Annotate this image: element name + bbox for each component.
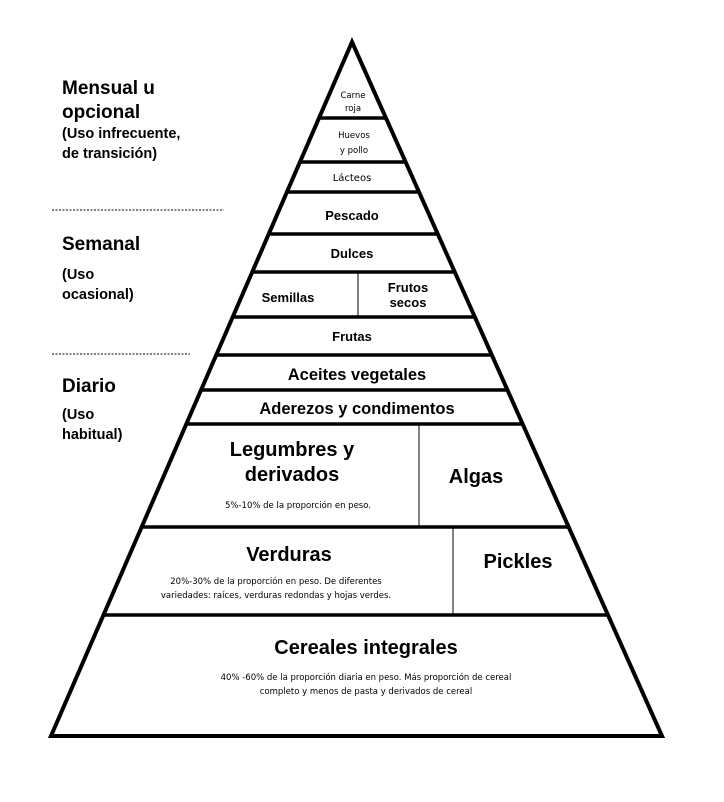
tier-huevos-pollo: y pollo (340, 146, 368, 156)
label-mensual: Mensual u opcional (Uso infrecuente, de … (62, 78, 180, 162)
tier-frutas: Frutas (332, 329, 372, 344)
label-subtitle: (Uso (62, 407, 94, 423)
label-title: Diario (62, 376, 116, 397)
tier-carne-roja: Carne (340, 91, 365, 101)
tier-verduras-desc: variedades: raíces, verduras redondas y … (161, 591, 391, 601)
tier-frutos-secos: secos (390, 295, 427, 310)
tier-legumbres-desc: 5%-10% de la proporción en peso. (225, 500, 371, 511)
tier-verduras-desc: 20%-30% de la proporción en peso. De dif… (170, 576, 382, 587)
tier-cereales-desc: 40% -60% de la proporción diaria en peso… (221, 672, 512, 683)
label-semanal: Semanal (Uso ocasional) (62, 234, 140, 303)
tier-legumbres-title: Legumbres y (230, 439, 355, 461)
label-subtitle: ocasional) (62, 287, 134, 303)
tier-algas: Algas (449, 466, 503, 488)
label-subtitle: (Uso infrecuente, (62, 126, 180, 142)
tier-cereales-desc: completo y menos de pasta y derivados de… (260, 687, 472, 697)
label-subtitle: (Uso (62, 267, 94, 283)
label-subtitle: habitual) (62, 427, 123, 443)
tier-lacteos: Lácteos (333, 172, 372, 184)
tier-pickles: Pickles (484, 551, 553, 573)
label-subtitle: de transición) (62, 146, 157, 162)
tier-verduras-title: Verduras (246, 544, 332, 566)
tier-frutos-secos: Frutos (388, 280, 428, 295)
tier-legumbres-title: derivados (245, 464, 339, 486)
label-title: opcional (62, 102, 140, 123)
tier-aceites-vegetales: Aceites vegetales (288, 366, 427, 384)
tier-huevos-pollo: Huevos (338, 131, 370, 141)
tier-carne-roja: roja (345, 104, 361, 114)
tier-cereales-title: Cereales integrales (274, 637, 457, 659)
label-diario: Diario (Uso habitual) (62, 376, 123, 443)
tier-dulces: Dulces (331, 246, 374, 261)
tier-semillas: Semillas (262, 290, 315, 305)
label-title: Mensual u (62, 78, 155, 99)
pyramid-structure (47, 37, 666, 738)
label-title: Semanal (62, 234, 140, 255)
tier-pescado: Pescado (325, 208, 379, 223)
tier-aderezos: Aderezos y condimentos (259, 400, 454, 418)
